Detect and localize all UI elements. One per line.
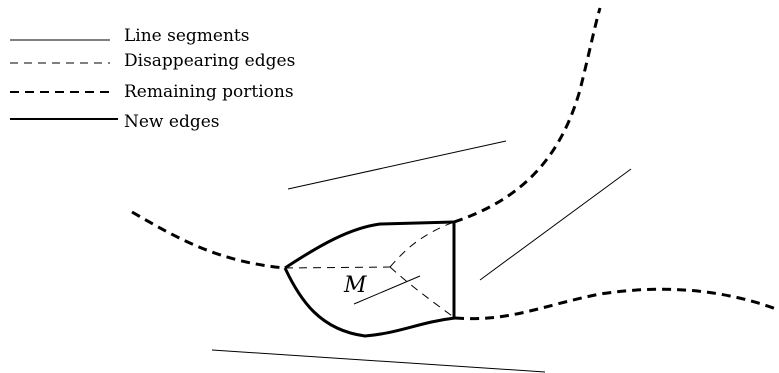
disappearing-edges xyxy=(284,221,456,319)
segment-right xyxy=(479,168,632,281)
legend-label-remaining-portions: Remaining portions xyxy=(124,82,294,102)
disappearing-edge-left xyxy=(284,266,391,269)
legend-label-new-edges: New edges xyxy=(124,112,220,132)
new-edge-bottom xyxy=(283,267,456,338)
legend-label-line-segments: Line segments xyxy=(124,26,250,46)
disappearing-edge-up xyxy=(389,221,455,268)
legend: Line segments Disappearing edges Remaini… xyxy=(10,26,295,132)
remaining-portions xyxy=(131,7,779,321)
new-edge-top xyxy=(284,220,455,270)
remaining-edge-top xyxy=(453,7,602,224)
segment-top xyxy=(287,140,507,190)
region-label-m: M xyxy=(343,273,367,298)
disappearing-edge-down xyxy=(389,266,456,319)
line-segments xyxy=(211,140,632,373)
new-edges xyxy=(283,220,456,338)
remaining-edge-left xyxy=(131,210,286,270)
remaining-edge-right xyxy=(454,287,779,321)
legend-label-disappearing-edges: Disappearing edges xyxy=(124,51,295,71)
segment-inside-region xyxy=(353,275,421,305)
segment-bottom xyxy=(211,349,546,373)
